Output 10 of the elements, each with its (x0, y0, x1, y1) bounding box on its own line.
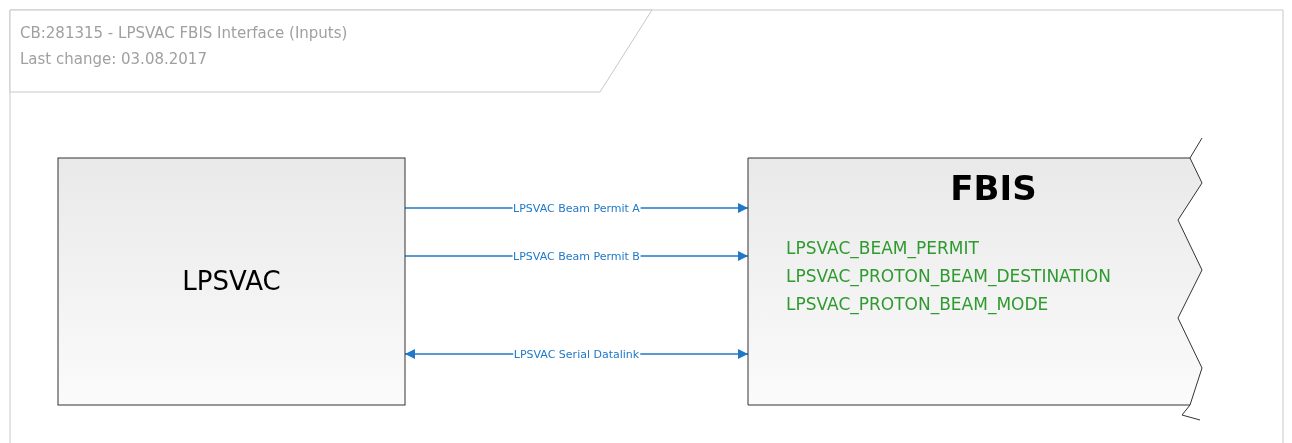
box-label: LPSVAC (181, 265, 282, 296)
change-date-note: Last change: 03.08.2017 (20, 50, 207, 68)
edge-label: LPSVAC Beam Permit A (512, 201, 641, 215)
diagram-title: CB:281315 - LPSVAC FBIS Interface (Inputs) (20, 24, 348, 42)
signal-name: LPSVAC_PROTON_BEAM_MODE (786, 294, 1049, 314)
edge-label: LPSVAC Beam Permit B (512, 249, 641, 263)
signal-name: LPSVAC_BEAM_PERMIT (786, 238, 979, 258)
edge-label: LPSVAC Serial Datalink (512, 347, 641, 361)
signal-name: LPSVAC_PROTON_BEAM_DESTINATION (786, 266, 1111, 286)
box-title: FBIS (949, 168, 1038, 208)
